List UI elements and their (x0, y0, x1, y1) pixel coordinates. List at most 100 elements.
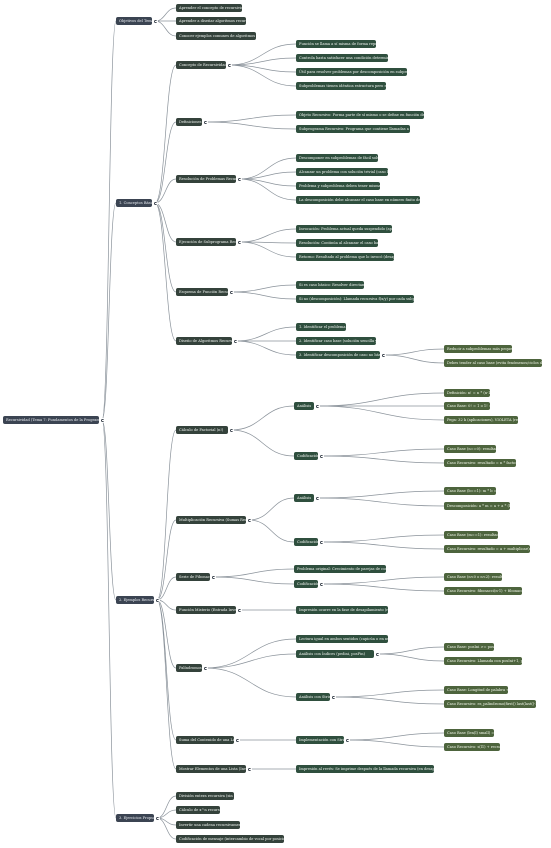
collapse-toggle-icon[interactable] (155, 815, 160, 821)
collapse-toggle-icon[interactable] (237, 607, 242, 613)
sum-item[interactable]: Caso Base (len(l) small) = 0 (444, 729, 494, 737)
factorial-analysis[interactable]: Análisis (294, 402, 314, 410)
design-sub-item[interactable]: Reducir a subproblemas más pequeños (444, 345, 512, 353)
sum-item[interactable]: Caso Recursivo: s(l1) + recsum(l[1:]) (444, 743, 500, 751)
collapse-toggle-icon[interactable] (331, 694, 336, 700)
node-basics[interactable]: 1. Conceptos Básicos (116, 199, 152, 207)
concept-item[interactable]: Función se llama a sí misma de forma rep… (296, 40, 376, 48)
exercise-item[interactable]: Codificación de mensaje (intercambio de … (176, 835, 284, 843)
fib-item[interactable]: Problema original: Crecimiento de pareja… (294, 565, 386, 573)
solving-item[interactable]: La descomposición debe alcanzar el caso … (296, 196, 420, 204)
objective-item[interactable]: Aprender a diseñar algoritmos recursivos (176, 17, 246, 25)
design-sub-item[interactable]: Debes tender al caso base (evita fenómen… (444, 359, 542, 367)
mystery-item[interactable]: Impresión ocurre en la fase de desapilam… (296, 606, 388, 614)
node-examples[interactable]: 2. Ejemplos Recursivos (116, 596, 154, 604)
palindrome-item[interactable]: Lectura igual en ambos sentidos (capicúa… (296, 635, 388, 643)
collapse-toggle-icon[interactable] (247, 766, 252, 772)
palindrome-index-item[interactable]: Caso Base: posIni >= posFin (444, 643, 494, 651)
definition-item[interactable]: Objeto Recursivo: Forma parte de sí mism… (296, 111, 424, 119)
collapse-toggle-icon[interactable] (345, 737, 350, 743)
node-mystery[interactable]: Función Misterio (Entrada Invertida) (176, 606, 236, 614)
collapse-toggle-icon[interactable] (211, 574, 216, 580)
node-concept[interactable]: Concepto de Recursividad (176, 61, 226, 69)
collapse-toggle-icon[interactable] (229, 427, 234, 433)
mult-analysis-item[interactable]: Caso Base (b==1): m * b = a (444, 487, 496, 495)
collapse-toggle-icon[interactable] (247, 517, 252, 523)
reverse-item[interactable]: Impresión al revés: Se imprime después d… (296, 765, 434, 773)
schema-item[interactable]: Si es caso básico: Resolver directamente (296, 281, 364, 289)
collapse-toggle-icon[interactable] (237, 176, 242, 182)
objective-item[interactable]: Conocer ejemplos comunes de algoritmos r… (176, 32, 256, 40)
collapse-toggle-icon[interactable] (235, 737, 240, 743)
collapse-toggle-icon[interactable] (233, 338, 238, 344)
concept-item[interactable]: Controla hasta satisfacer una condición … (296, 54, 388, 62)
concept-item[interactable]: Subproblemas tienen idéntica estructura … (296, 82, 386, 90)
exercise-item[interactable]: Invertir una cadena recursivamente (176, 821, 240, 829)
mult-coding-item[interactable]: Caso Recursivo: resultado = a + multipli… (444, 545, 530, 553)
solving-item[interactable]: Descomponer en subproblemas de fácil sol… (296, 154, 378, 162)
collapse-toggle-icon[interactable] (153, 200, 158, 206)
sum-impl[interactable]: Implementación con String (296, 736, 344, 744)
collapse-toggle-icon[interactable] (319, 453, 324, 459)
collapse-toggle-icon[interactable] (319, 539, 324, 545)
execution-item[interactable]: Resolución: Continúa al alcanzar el caso… (296, 239, 378, 247)
solving-item[interactable]: Alcanzar un problema con solución trivia… (296, 168, 388, 176)
node-palindromes[interactable]: Palíndromos (176, 664, 202, 672)
node-reverse[interactable]: Mostrar Elementos de una Lista (Invertid… (176, 765, 246, 773)
mult-coding-item[interactable]: Caso Base (m==1): resultado = a (444, 531, 498, 539)
palindrome-string-item[interactable]: Caso Recursivo: es_palindromo(first() la… (444, 700, 536, 708)
palindrome-string-item[interactable]: Caso Base: Longitud de palabra <= 1 (444, 686, 508, 694)
concept-item[interactable]: Útil para resolver problemas por descomp… (296, 68, 407, 76)
node-fibonacci[interactable]: Serie de Fibonacci (176, 573, 210, 581)
design-item[interactable]: 3. Identificar descomposición de caso no… (296, 351, 380, 359)
node-multiplication[interactable]: Multiplicación Recursiva (Sumas Recursiv… (176, 516, 246, 524)
fib-coding-item[interactable]: Caso Base (n<0 o n<2): resultado = n (444, 573, 502, 581)
palindrome-index[interactable]: Análisis con Índices (pedini, posFin) (296, 650, 374, 658)
factorial-coding-item[interactable]: Caso Recursivo: resultado = n * factoria… (444, 459, 516, 467)
collapse-toggle-icon[interactable] (237, 239, 242, 245)
collapse-toggle-icon[interactable] (153, 18, 158, 24)
collapse-toggle-icon[interactable] (375, 651, 380, 657)
schema-item[interactable]: Si no (descomposición): Llamada recursiv… (296, 295, 414, 303)
mult-analysis-item[interactable]: Descomposición: a * m = a + a * (b-1) (444, 502, 510, 510)
solving-item[interactable]: Problema y subproblema deben tener misma… (296, 182, 380, 190)
factorial-analysis-item[interactable]: Caso Base: 0! = 1 o 1! = 1 (444, 402, 490, 410)
palindrome-index-item[interactable]: Caso Recursivo: Llamada con posIni+1, po… (444, 657, 522, 665)
design-item[interactable]: 1. Identificar el problema (296, 323, 346, 331)
factorial-analysis-item[interactable]: Definición: n! = n * (n-1)! (444, 389, 490, 397)
collapse-toggle-icon[interactable] (155, 597, 160, 603)
exercise-item[interactable]: Cálculo de x^n recursivo (176, 806, 220, 814)
node-exercises[interactable]: 3. Ejercicios Propuestos (116, 814, 154, 822)
factorial-coding-item[interactable]: Caso Base (n==0): resultado = 1 (444, 445, 496, 453)
palindrome-string[interactable]: Análisis con String (296, 693, 330, 701)
factorial-analysis-item[interactable]: Pega: 32 k (aplicaciones), VIOLETA (recu… (444, 416, 518, 424)
fib-coding-item[interactable]: Caso Recursivo: fibonacci(n-1) + fibonac… (444, 587, 522, 595)
execution-item[interactable]: Retorno: Resultado al problema que lo in… (296, 253, 394, 261)
collapse-toggle-icon[interactable] (319, 581, 324, 587)
mult-analysis[interactable]: Análisis (294, 494, 314, 502)
design-item[interactable]: 2. Identificar caso base (solución senci… (296, 337, 376, 345)
node-sum[interactable]: Suma del Contenido de una Lista (176, 736, 234, 744)
mult-coding[interactable]: Codificación (294, 538, 318, 546)
collapse-toggle-icon[interactable] (315, 495, 320, 501)
execution-item[interactable]: Invocación: Problema actual queda suspen… (296, 225, 392, 233)
collapse-toggle-icon[interactable] (229, 289, 234, 295)
node-definitions[interactable]: Definiciones (176, 118, 202, 126)
collapse-toggle-icon[interactable] (203, 119, 208, 125)
collapse-toggle-icon[interactable] (227, 62, 232, 68)
node-schema[interactable]: Esquema de Función Recursiva (176, 288, 228, 296)
node-design[interactable]: Diseño de Algoritmos Recursivos (176, 337, 232, 345)
definition-item[interactable]: Subprograma Recursivo: Programa que cont… (296, 125, 410, 133)
objective-item[interactable]: Aprender el concepto de recursividad (176, 4, 242, 12)
collapse-toggle-icon[interactable] (381, 352, 386, 358)
node-execution[interactable]: Ejecución de Subprograma Recursivo (176, 238, 236, 246)
root-node[interactable]: Recursividad (Tema 7: Fundamentos de la … (3, 416, 99, 424)
collapse-toggle-icon[interactable] (315, 403, 320, 409)
fib-coding[interactable]: Codificación (294, 580, 318, 588)
factorial-coding[interactable]: Codificación (294, 452, 318, 460)
collapse-toggle-icon[interactable] (203, 665, 208, 671)
node-solving[interactable]: Resolución de Problemas Recursivos (176, 175, 236, 183)
node-factorial[interactable]: Cálculo de Factorial (n!) (176, 426, 228, 434)
exercise-item[interactable]: División entera recursiva (sin *, /) (176, 792, 234, 800)
node-objectives[interactable]: Objetivos del Tema (116, 17, 152, 25)
